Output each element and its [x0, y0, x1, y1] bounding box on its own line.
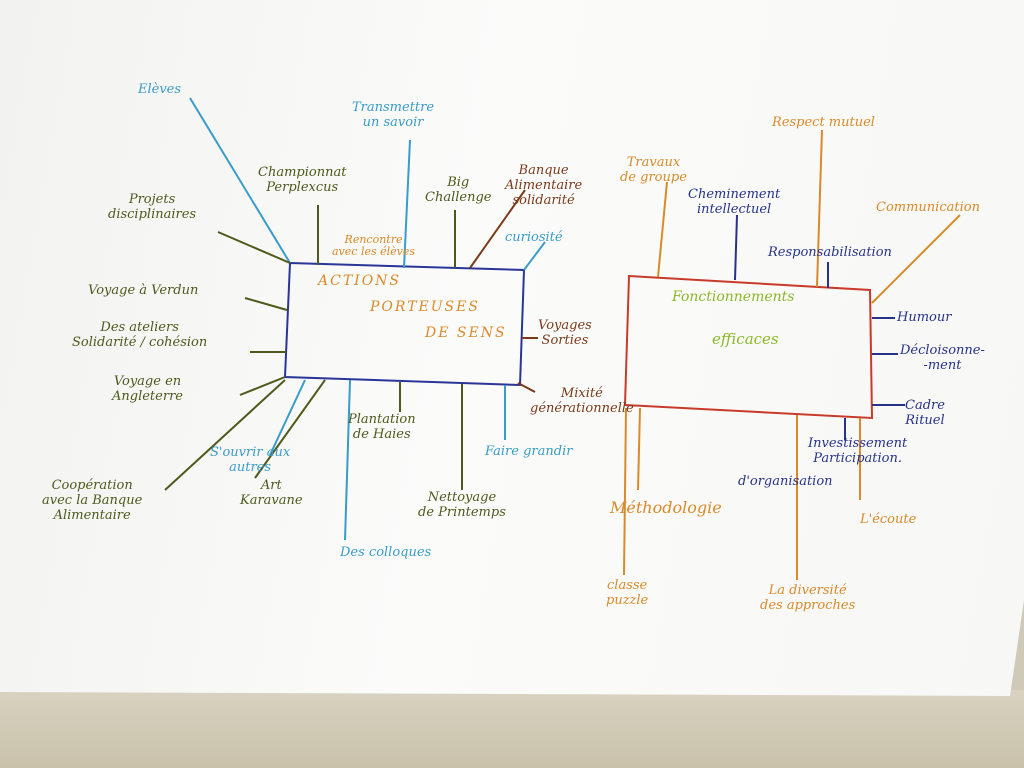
- branch-projets: Projets disciplinaires: [108, 192, 197, 222]
- line-projets: [217, 231, 291, 264]
- line-methodologie: [637, 407, 641, 491]
- fonctionnements-box: [623, 274, 874, 420]
- line-transmettre: [403, 139, 411, 269]
- branch-cooperation: Coopération avec la Banque Alimentaire: [42, 478, 143, 523]
- branch-transmettre: Transmettre un savoir: [352, 100, 435, 130]
- line-cheminement: [734, 214, 738, 281]
- branch-humour: Humour: [897, 310, 952, 325]
- branch-souvrir: S'ouvrir aux autres: [210, 445, 291, 475]
- branch-ecoute: L'écoute: [860, 512, 917, 527]
- branch-championnat: Championnat Perplexcus: [258, 165, 347, 195]
- branch-art-karavane: Art Karavane: [240, 478, 303, 508]
- branch-organisation: d'organisation: [738, 474, 833, 489]
- branch-cheminement: Cheminement intellectuel: [688, 187, 781, 217]
- branch-big-challenge: Big Challenge: [425, 175, 492, 205]
- branch-verdun: Voyage à Verdun: [88, 283, 199, 298]
- line-art: [254, 379, 326, 479]
- center-actions-line1: ACTIONS: [318, 273, 402, 289]
- branch-curiosite: curiosité: [505, 230, 563, 245]
- line-colloques: [344, 379, 351, 541]
- paper-sheet: [0, 0, 1024, 696]
- line-curiosite: [523, 241, 546, 271]
- branch-communication: Communication: [876, 200, 980, 215]
- line-mixite: [517, 382, 536, 393]
- line-classe: [623, 407, 627, 576]
- branch-colloques: Des colloques: [340, 545, 432, 560]
- line-communication: [871, 214, 961, 304]
- line-travaux: [657, 181, 668, 278]
- branch-voyages: Voyages Sorties: [538, 318, 592, 348]
- floor-background: [0, 690, 1024, 768]
- branch-banque-alimentaire: Banque Alimentaire solidarité: [505, 163, 583, 208]
- branch-decloisonnement: Décloisonne- -ment: [900, 343, 985, 373]
- branch-rencontre: Rencontre avec les élèves: [332, 233, 416, 258]
- branch-investissement: Investissement Participation.: [808, 436, 908, 466]
- branch-cadre-rituel: Cadre Rituel: [905, 398, 945, 428]
- branch-responsabilisation: Responsabilisation: [768, 245, 892, 260]
- center-actions-line2: PORTEUSES: [370, 299, 480, 315]
- branch-classe-puzzle: classe puzzle: [606, 578, 649, 608]
- branch-eleves: Elèves: [138, 82, 182, 97]
- branch-angleterre: Voyage en Angleterre: [112, 374, 183, 404]
- line-souvrir: [269, 379, 306, 456]
- center-actions-line3: DE SENS: [425, 325, 507, 341]
- center-fonctionnements-line1: Fonctionnements: [672, 289, 795, 305]
- branch-mixite: Mixité générationnelle: [530, 386, 634, 416]
- center-fonctionnements-line2: efficaces: [712, 330, 779, 348]
- line-verdun: [244, 297, 288, 311]
- branch-plantation: Plantation de Haies: [348, 412, 416, 442]
- line-respect: [816, 129, 823, 288]
- branch-methodologie: Méthodologie: [610, 498, 722, 517]
- line-angleterre: [239, 376, 286, 396]
- branch-ateliers: Des ateliers Solidarité / cohésion: [72, 320, 208, 350]
- line-cooperation: [164, 379, 286, 491]
- branch-respect-mutuel: Respect mutuel: [772, 115, 875, 130]
- branch-nettoyage: Nettoyage de Printemps: [418, 490, 506, 520]
- line-banque: [469, 189, 526, 269]
- branch-faire-grandir: Faire grandir: [485, 444, 573, 459]
- branch-diversite: La diversité des approches: [760, 583, 856, 613]
- branch-travaux-groupe: Travaux de groupe: [620, 155, 687, 185]
- line-eleves: [189, 97, 291, 264]
